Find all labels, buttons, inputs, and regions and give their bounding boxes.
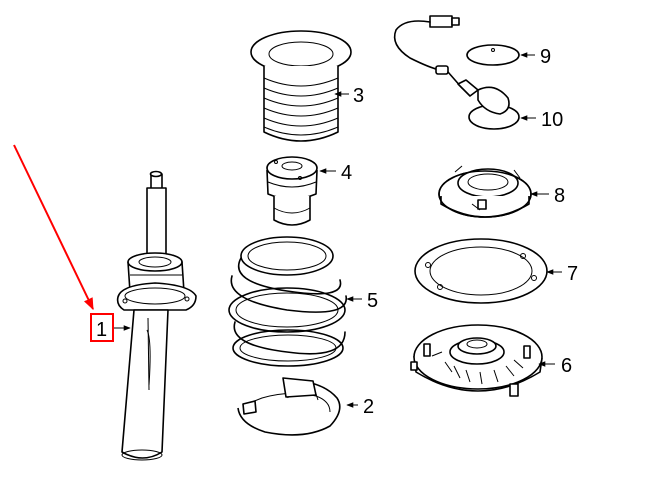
- bump-stop-part: [266, 156, 318, 226]
- strut-part: [116, 170, 197, 461]
- callout-7-label: 7: [567, 263, 578, 285]
- highlight-box: [90, 313, 114, 342]
- cap-part: [466, 44, 520, 66]
- spring-seat-part: [237, 377, 341, 436]
- callout-1-label: 1: [96, 319, 107, 341]
- sensor-harness-part: [393, 15, 520, 130]
- upper-mount-part: [410, 324, 543, 397]
- dust-boot-part: [250, 30, 352, 142]
- callout-3-label: 3: [353, 85, 364, 107]
- callout-4-label: 4: [341, 162, 352, 184]
- callout-5-label: 5: [367, 290, 378, 312]
- callout-9-label: 9: [540, 46, 551, 68]
- bearing-part: [438, 165, 532, 218]
- callout-8-label: 8: [554, 185, 565, 207]
- callout-10-label: 10: [541, 109, 563, 131]
- mount-gasket-part: [414, 238, 548, 304]
- coil-spring-part: [228, 236, 347, 367]
- callout-6-label: 6: [561, 355, 572, 377]
- leader-lines: [114, 52, 562, 408]
- highlight-arrow: [13, 144, 94, 311]
- callout-2-label: 2: [363, 396, 374, 418]
